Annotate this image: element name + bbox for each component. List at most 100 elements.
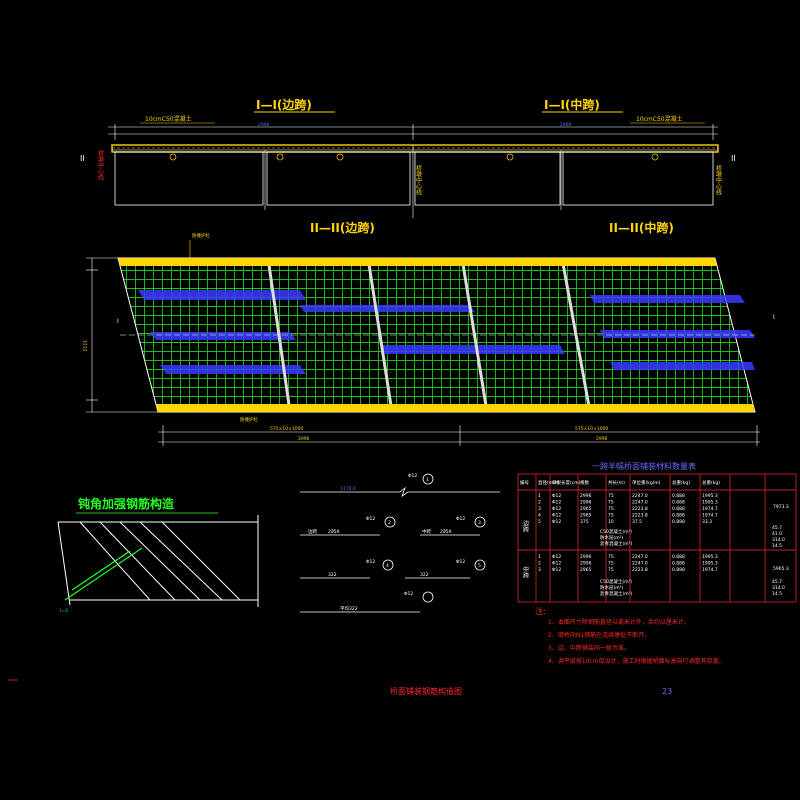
bottom-dim-left: 2996 xyxy=(298,436,310,442)
table-header-cell: 总重(kg) xyxy=(672,479,690,486)
table-cell: 75 xyxy=(608,554,614,560)
table-cell: 1 xyxy=(538,493,541,499)
table-cell: 0.888 xyxy=(672,554,685,560)
table-cell: 2223.8 xyxy=(632,513,648,519)
table-note: C50混凝土(m³) xyxy=(600,578,632,585)
section-mark-ii-left: II xyxy=(80,154,85,163)
table-cell: 1995.3 xyxy=(702,493,718,499)
table-cell: 75 xyxy=(608,506,614,512)
table-cell: 75 xyxy=(608,513,614,519)
table-header-cell: 单位重(kg/m) xyxy=(632,479,661,486)
table-cell: 33.3 xyxy=(702,519,712,525)
table-cell: 37.5 xyxy=(632,519,642,525)
table-cell: 0.888 xyxy=(672,493,685,499)
table-note-value: 314.0 xyxy=(772,537,785,543)
table-cell: Φ12 xyxy=(552,561,561,567)
table-cell: Φ12 xyxy=(552,513,561,519)
table-note: 防水层(m²) xyxy=(600,584,623,591)
table-note-value: 45.7 xyxy=(772,525,782,531)
table-cell: 2247.0 xyxy=(632,554,648,560)
table-note-value: 14.5 xyxy=(772,543,782,549)
table-cell: 2 xyxy=(538,561,541,567)
table-cell: 2247.0 xyxy=(632,500,648,506)
rebar-len: 2959 xyxy=(440,529,452,535)
table-cell: 0.888 xyxy=(672,513,685,519)
section-ii-side-title: II—II(边跨) xyxy=(310,220,375,235)
table-cell: 2223.8 xyxy=(632,567,648,573)
rebar-dia: Φ12 xyxy=(456,559,465,565)
table-cell: Φ12 xyxy=(552,506,561,512)
table-cell: 10 xyxy=(608,519,614,525)
table-cell: 0.888 xyxy=(672,506,685,512)
table-cell: 2223.8 xyxy=(632,506,648,512)
table-group-mid: 中跨 xyxy=(522,565,529,579)
circle-label: 1 xyxy=(426,477,429,483)
circle-label: 2 xyxy=(388,520,391,526)
table-cell: 3 xyxy=(538,506,541,512)
rebar-len: 322 xyxy=(328,572,337,578)
bottom-sub-dim-left: 575×10×1000 xyxy=(270,426,303,432)
table-note-value: 314.0 xyxy=(772,585,785,591)
table-cell: 75 xyxy=(608,567,614,573)
table-cell: 2965 xyxy=(580,513,592,519)
table-cell: 2996 xyxy=(580,500,592,506)
table-cell: 2 xyxy=(538,500,541,506)
table-cell: 1 xyxy=(538,554,541,560)
table-cell: Φ12 xyxy=(552,493,561,499)
table-header-row: 编号直径(mm)单根长度(cm)根数共长(m)单位重(kg/m)总重(kg)总重… xyxy=(520,479,720,486)
guardrail-label-bottom: 防撞护栏 xyxy=(240,416,258,423)
rebar-dia: Φ12 xyxy=(366,559,375,565)
circle-label: 3 xyxy=(478,520,481,526)
table-cell: 0.888 xyxy=(672,500,685,506)
table-side-total: 7973.3 xyxy=(773,504,789,510)
table-cell: 2996 xyxy=(580,493,592,499)
table-note: C50混凝土(m³) xyxy=(600,528,632,535)
table-cell: 75 xyxy=(608,500,614,506)
circle-label: 4 xyxy=(386,563,389,569)
table-header-cell: 共长(m) xyxy=(608,479,625,486)
guardrail-label: 防撞护栏 xyxy=(192,232,210,239)
skew-title: 钝角加强钢筋构造 xyxy=(77,496,175,511)
table-side-notes: C50混凝土(m³)防水层(m²)沥青混凝土(m³)45.741.0314.01… xyxy=(600,525,785,549)
dim-text: 2996 xyxy=(258,122,270,128)
note-line: 2、顺桥向N1钢筋在连续墩处不断开。 xyxy=(548,631,650,639)
table-cell: 3 xyxy=(538,567,541,573)
section-mark-i-left: I xyxy=(117,318,119,325)
drawing-title: 桥面铺装钢筋构造图 xyxy=(390,686,462,696)
rebar-len: 1170.0 xyxy=(340,486,356,492)
table-cell: 0.888 xyxy=(672,561,685,567)
table-cell: 5 xyxy=(538,519,541,525)
skew-detail xyxy=(57,515,259,607)
table-cell: 2965 xyxy=(580,506,592,512)
table-header-cell: 编号 xyxy=(520,479,529,486)
table-cell: 75 xyxy=(608,493,614,499)
circle-label: 5 xyxy=(478,563,481,569)
table-header-cell: 总重(kg) xyxy=(702,479,720,486)
left-dimension xyxy=(86,257,158,413)
deck-plan xyxy=(117,257,756,413)
bottom-dimension-lines xyxy=(158,425,760,446)
table-header-cell: 单根长度(cm) xyxy=(552,479,581,486)
table-cell: 2996 xyxy=(580,561,592,567)
rebar-len: 322 xyxy=(420,572,429,578)
notes-heading: 注: xyxy=(535,606,546,616)
table-cell: 1974.7 xyxy=(702,513,718,519)
right-vertical-label: 桥墩中心线 xyxy=(715,164,722,195)
section-mark-i-right: I xyxy=(773,314,775,321)
table-cell: 375 xyxy=(580,519,589,525)
note-line: 3、边、中跨铺装同一联为准。 xyxy=(548,644,630,652)
note-line: 4、调平层按10cm厚设计，施工时根据桥面标高自行调整其厚度。 xyxy=(548,657,725,665)
table-note-value: 41.0 xyxy=(772,531,782,537)
table-note: 沥青混凝土(m³) xyxy=(600,590,632,597)
girder-joints xyxy=(264,145,562,218)
table-cell: 2247.0 xyxy=(632,493,648,499)
left-vertical-label: 桥墩中心线 xyxy=(97,149,104,180)
section-i-side-title: I—I(边跨) xyxy=(256,97,312,112)
table-header-cell: 直径(mm) xyxy=(538,479,560,486)
table-cell: 4 xyxy=(538,513,541,519)
rebar-dia: Φ12 xyxy=(456,516,465,522)
left-top-label: 10cmC50混凝土 xyxy=(145,115,192,123)
table-cell: 1995.3 xyxy=(702,500,718,506)
